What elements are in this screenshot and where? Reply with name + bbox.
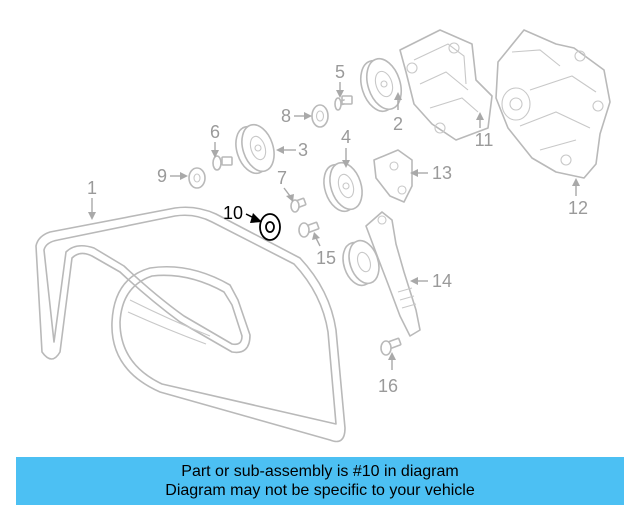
callout-4: 4 <box>341 127 351 147</box>
bolt-part-15 <box>298 221 320 238</box>
pulley-part-3 <box>235 123 275 175</box>
callout-5: 5 <box>335 62 345 82</box>
notice-banner: Part or sub-assembly is #10 in diagram D… <box>16 457 624 505</box>
callout-16: 16 <box>378 376 398 396</box>
washer-part-9 <box>188 167 206 189</box>
bolt-part-7 <box>290 197 307 213</box>
bolt-part-6 <box>212 155 233 171</box>
small-bracket-part-13 <box>373 149 413 203</box>
callout-14: 14 <box>432 271 452 291</box>
pulley-part-4 <box>323 161 363 213</box>
bolt-part-16 <box>380 337 402 356</box>
bracket-part-11 <box>399 29 493 141</box>
spacer-part-10-highlighted <box>259 213 281 241</box>
callout-8: 8 <box>281 106 291 126</box>
notice-line-2: Diagram may not be specific to your vehi… <box>165 482 475 499</box>
parts-diagram: 1 2 3 4 5 6 7 8 9 10 11 12 13 14 15 16 <box>35 29 611 443</box>
notice-line-1: Part or sub-assembly is #10 in diagram <box>181 463 459 480</box>
callout-12: 12 <box>568 198 588 218</box>
callout-3: 3 <box>298 140 308 160</box>
callout-13: 13 <box>432 163 452 183</box>
tensioner-part-14 <box>342 211 421 337</box>
callout-2: 2 <box>393 114 403 134</box>
washer-part-8 <box>311 104 329 128</box>
mounting-bracket-part-12 <box>495 29 611 179</box>
leader-lines <box>88 82 580 370</box>
callout-15: 15 <box>316 248 336 268</box>
callout-10: 10 <box>223 203 243 223</box>
callout-1: 1 <box>87 178 97 198</box>
callout-labels: 1 2 3 4 5 6 7 8 9 10 11 12 13 14 15 16 <box>87 62 588 396</box>
callout-11: 11 <box>475 130 494 150</box>
callout-7: 7 <box>277 168 287 188</box>
idler-pulley-part-2 <box>359 57 403 113</box>
bolt-part-5 <box>334 95 353 111</box>
callout-6: 6 <box>210 122 220 142</box>
drive-belt-part-1 <box>35 206 346 443</box>
callout-9: 9 <box>157 166 167 186</box>
